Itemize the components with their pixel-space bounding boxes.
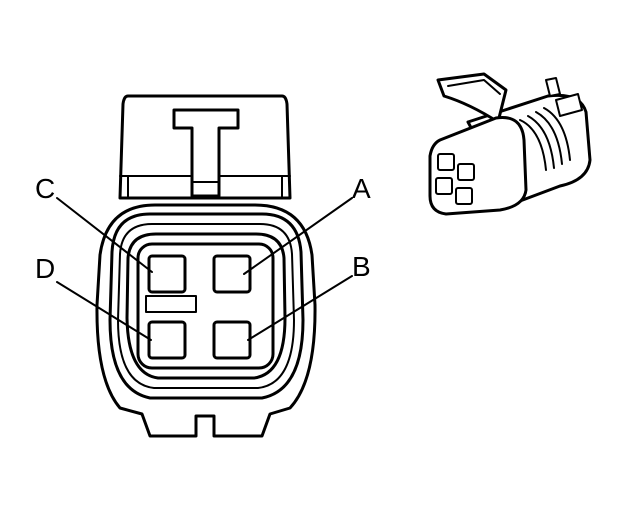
leader-line-c [56,197,153,273]
isometric-front-face [428,115,528,216]
latch-housing [118,94,292,200]
connector-face-view: C D A B [35,94,371,438]
leader-line-b [247,275,353,341]
label-a: A [352,173,371,204]
terminal-cavity-a [212,254,252,294]
terminal-cavity-d [147,320,187,360]
label-b: B [352,251,371,282]
label-d: D [35,253,55,284]
seal-ring-inner [125,232,287,380]
terminal-cavity-b [212,320,252,360]
leader-line-a [243,197,353,275]
label-c: C [35,173,55,204]
terminal-cavity-c [147,254,187,294]
leader-line-d [56,281,152,341]
connector-isometric-view [428,72,592,216]
polarization-key [145,295,197,313]
